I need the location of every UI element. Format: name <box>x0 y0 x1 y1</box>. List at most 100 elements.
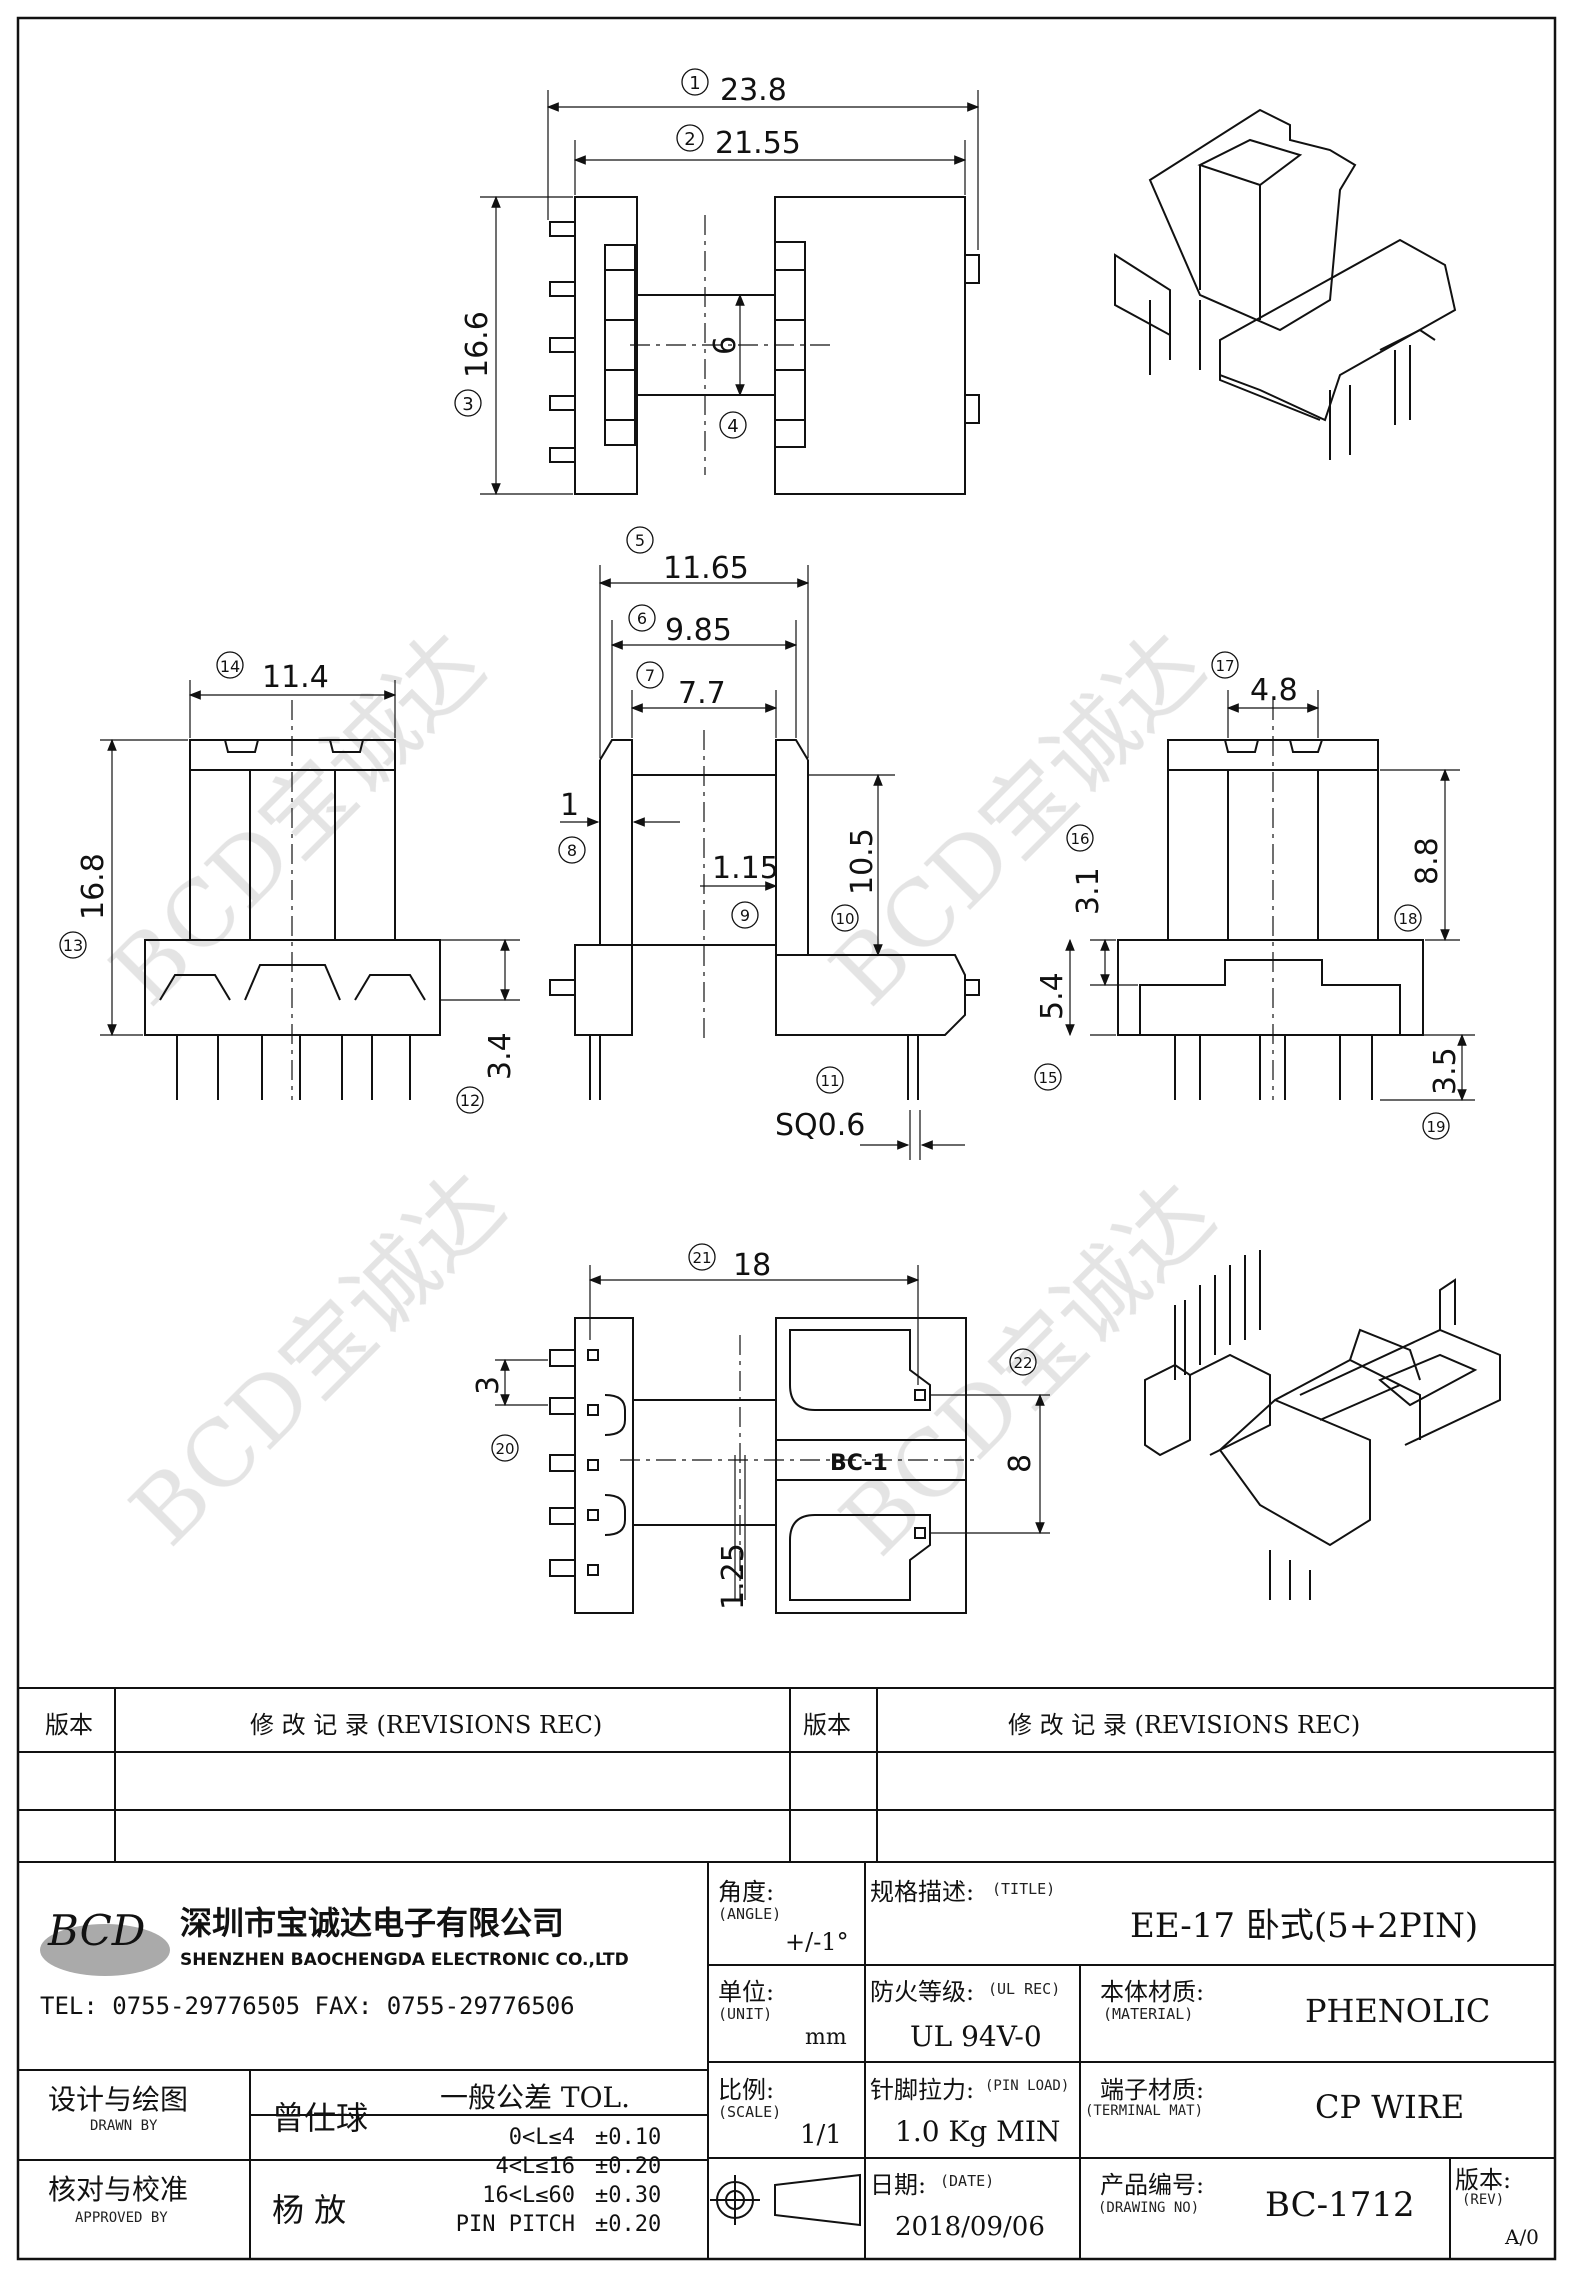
dim-11-no: 11 <box>820 1072 839 1090</box>
projection-symbol <box>710 2173 861 2227</box>
dim-19-value: 3.5 <box>1428 1047 1463 1095</box>
dim-9-value: 1.15 <box>712 851 779 886</box>
dim-15-value: 5.4 <box>1035 972 1070 1020</box>
tolerance-row: 4<L≤16 ±0.20 <box>420 2154 700 2183</box>
title-label: 规格描述: <box>870 1878 975 1906</box>
dim-4-no: 4 <box>727 416 738 437</box>
pinload-label: 针脚拉力: <box>870 2076 975 2104</box>
dim-6-value: 9.85 <box>665 613 732 648</box>
tolerance-range: 16<L≤60 <box>482 2183 575 2208</box>
dim-20-bubble <box>491 1434 519 1462</box>
company-tel-fax: TEL: 0755-29776505 FAX: 0755-29776506 <box>40 1992 575 2020</box>
drawno-label: 产品编号: <box>1100 2171 1205 2199</box>
dim-7-value: 7.7 <box>678 676 726 711</box>
dim-13-no: 13 <box>63 936 83 955</box>
dim-13-bubble <box>59 931 87 959</box>
tolerance-title: 一般公差 TOL. <box>440 2081 631 2114</box>
tolerance-row: 0<L≤4 ±0.10 <box>420 2125 700 2154</box>
dim-8-bubble <box>558 836 586 864</box>
dim-4-bubble <box>719 411 747 439</box>
tolerance-row: 16<L≤60 ±0.30 <box>420 2183 700 2212</box>
dim-3-bubble <box>454 389 482 417</box>
dim-16-value: 3.1 <box>1071 867 1106 915</box>
terminal-value: CP WIRE <box>1315 2088 1465 2126</box>
title-label-en: (TITLE) <box>992 1880 1056 1898</box>
scale-value: 1/1 <box>800 2120 842 2150</box>
dim-4-value: 6 <box>708 336 743 355</box>
drawn-value: 曾仕球 <box>272 2099 369 2137</box>
rev-header-record-left: 修 改 记 录 (REVISIONS REC) <box>250 1711 603 1739</box>
dim-2-bubble <box>676 124 704 152</box>
angle-label: 角度: <box>718 1878 775 1906</box>
part-marking: BC-1 <box>830 1451 888 1476</box>
tolerance-table: 0<L≤4 ±0.10 4<L≤16 ±0.20 16<L≤60 ±0.30 P… <box>420 2125 700 2241</box>
dim-12-bubble <box>456 1086 484 1114</box>
rev-header-record-right: 修 改 记 录 (REVISIONS REC) <box>1008 1711 1361 1739</box>
dim-7-no: 7 <box>645 666 655 685</box>
fire-label-en: (UL REC) <box>988 1980 1061 1998</box>
dim-19-no: 19 <box>1426 1118 1445 1136</box>
dim-1-value: 23.8 <box>720 73 787 108</box>
dim-22-no: 22 <box>1013 1354 1032 1372</box>
dim-1-bubble <box>681 68 709 96</box>
tolerance-value: ±0.10 <box>595 2125 662 2150</box>
sheet-border <box>16 16 1557 2261</box>
dim-21-no: 21 <box>692 1249 711 1267</box>
dim-10-no: 10 <box>835 910 854 928</box>
dim-6-no: 6 <box>637 609 647 628</box>
dim-21-value: 18 <box>733 1248 771 1283</box>
fire-label: 防火等级: <box>870 1978 975 2006</box>
dim-8-no: 8 <box>567 841 577 860</box>
approved-value: 杨 放 <box>272 2191 347 2229</box>
dim-3-no: 3 <box>462 394 473 415</box>
dim-5-bubble <box>626 526 654 554</box>
rev-header-version-left: 版本 <box>45 1711 93 1739</box>
drawno-value: BC-1712 <box>1265 2185 1415 2225</box>
terminal-label: 端子材质: <box>1100 2076 1205 2104</box>
rev-label-en: (REV) <box>1462 2192 1505 2208</box>
unit-value: mm <box>805 2025 847 2050</box>
dim-20-no: 20 <box>495 1440 514 1458</box>
dim-17-value: 4.8 <box>1250 673 1298 708</box>
tolerance-row: PIN PITCH ±0.20 <box>420 2212 700 2241</box>
tolerance-value: ±0.30 <box>595 2183 662 2208</box>
scale-label: 比例: <box>718 2076 775 2104</box>
title-block-grid <box>18 1687 1555 2259</box>
material-label-en: (MATERIAL) <box>1103 2005 1194 2023</box>
angle-label-en: (ANGLE) <box>718 1905 782 1923</box>
dim-9-no: 9 <box>740 906 750 925</box>
dim-16-bubble <box>1066 824 1094 852</box>
dim-19-bubble <box>1422 1112 1450 1140</box>
approved-label-en: APPROVED BY <box>75 2210 168 2226</box>
fire-value: UL 94V-0 <box>910 2020 1042 2053</box>
pinload-value: 1.0 Kg MIN <box>895 2115 1061 2148</box>
tolerance-range: PIN PITCH <box>455 2212 575 2237</box>
dim-11-value: SQ0.6 <box>775 1108 865 1143</box>
approved-label: 核对与校准 <box>48 2173 189 2206</box>
tolerance-range: 0<L≤4 <box>508 2125 575 2150</box>
rev-header-version-right: 版本 <box>803 1711 851 1739</box>
dim-2-value: 21.55 <box>715 126 801 161</box>
bottom-view <box>495 1265 1050 1614</box>
tolerance-range: 4<L≤16 <box>495 2154 575 2179</box>
company-logo: BCD <box>40 1906 170 1976</box>
unit-label: 单位: <box>718 1978 775 2006</box>
front-view <box>549 565 980 1160</box>
dim-9-bubble <box>731 901 759 929</box>
svg-text:BCD宝诚达: BCD宝诚达 <box>111 1153 524 1566</box>
dim-15-bubble <box>1034 1063 1062 1091</box>
dim-12-value: 3.4 <box>483 1032 518 1080</box>
dim-22-value: 8 <box>1003 1454 1038 1473</box>
date-value: 2018/09/06 <box>895 2212 1045 2242</box>
dim-14-value: 11.4 <box>262 660 329 695</box>
dim-13-value: 16.8 <box>76 853 111 920</box>
drawno-label-en: (DRAWING NO) <box>1098 2200 1200 2216</box>
date-label-en: (DATE) <box>940 2172 995 2190</box>
dim-1-no: 1 <box>689 73 700 94</box>
pinload-label-en: (PIN LOAD) <box>985 2078 1070 2094</box>
dim-14-no: 14 <box>220 657 240 676</box>
title-value: EE-17 卧式(5+2PIN) <box>1130 1906 1479 1946</box>
dim-5-value: 11.65 <box>663 551 749 586</box>
dim-7-bubble <box>636 661 664 689</box>
